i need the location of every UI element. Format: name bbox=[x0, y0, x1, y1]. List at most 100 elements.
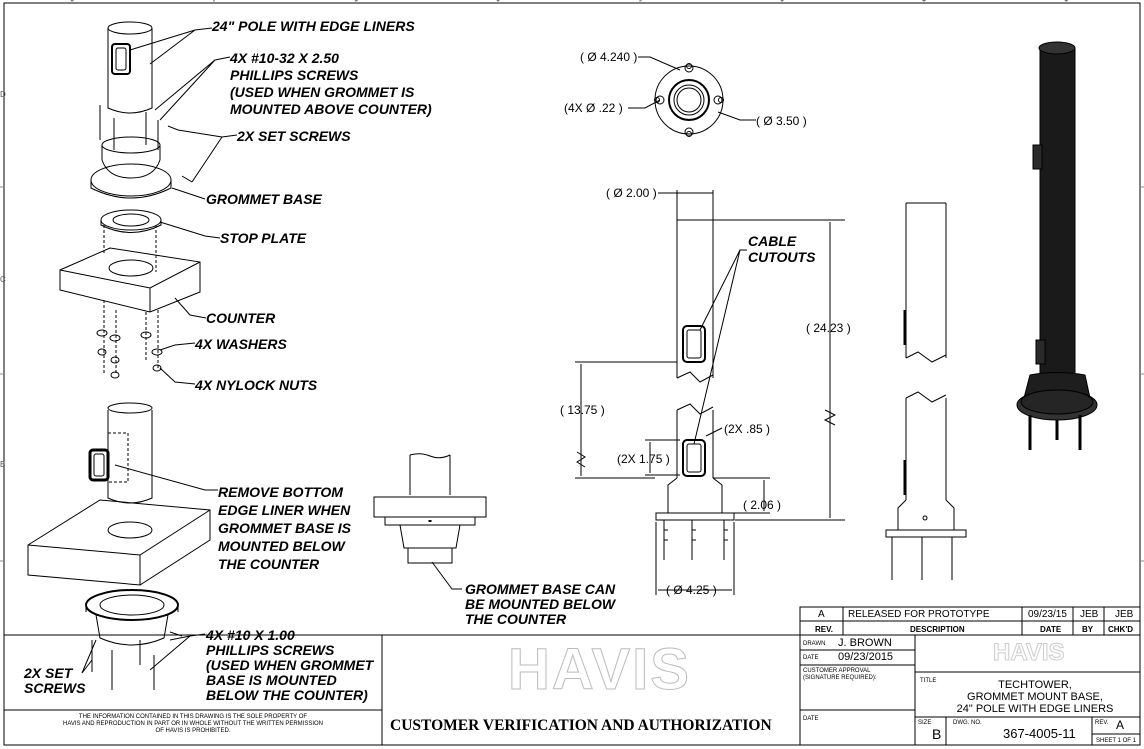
dim-base-height: ( 2.06 ) bbox=[743, 498, 782, 512]
phillips-bottom-line: (USED WHEN GROMMET bbox=[206, 657, 374, 673]
side-elevation bbox=[885, 202, 967, 580]
size-value: B bbox=[932, 726, 942, 742]
remove-liner-line: THE COUNTER bbox=[218, 556, 320, 572]
havis-logo-small: HAVIS bbox=[993, 639, 1066, 666]
proprietary-line: OF HAVIS IS PROHIBITED. bbox=[155, 728, 231, 734]
checked-header: CHK'D bbox=[1108, 625, 1134, 634]
ruler-side-label: B bbox=[0, 460, 6, 469]
drawn-label: DRAWN bbox=[803, 641, 826, 647]
verification-heading: CUSTOMER VERIFICATION AND AUTHORIZATION bbox=[390, 717, 772, 734]
title-block-lines bbox=[3, 606, 1141, 746]
grommet-below-callout: GROMMET BASE CAN BE MOUNTED BELOW THE CO… bbox=[465, 582, 615, 627]
ruler-top-label: 4 bbox=[638, 0, 642, 3]
remove-liner-line: REMOVE BOTTOM bbox=[218, 484, 343, 500]
phillips-top-line: 4X #10-32 X 2.50 bbox=[230, 50, 339, 66]
drawn-value: J. BROWN bbox=[838, 637, 892, 649]
dim-inner-diameter: ( Ø 3.50 ) bbox=[756, 114, 807, 128]
set-screws-bottom-callout: 2X SET SCREWS bbox=[24, 666, 85, 696]
size-label: SIZE bbox=[918, 720, 932, 726]
dim-outer-diameter: ( Ø 4.240 ) bbox=[580, 50, 638, 64]
title-label: TITLE bbox=[920, 678, 937, 684]
remove-liner-line: MOUNTED BELOW bbox=[218, 538, 345, 554]
ruler-top-label: 7 bbox=[212, 0, 216, 3]
remove-liner-callout: REMOVE BOTTOM EDGE LINER WHEN GROMMET BA… bbox=[218, 483, 351, 573]
havis-logo-large: HAVIS bbox=[508, 637, 691, 702]
front-elevation bbox=[575, 190, 845, 595]
set-screws-top-callout: 2X SET SCREWS bbox=[237, 128, 351, 144]
dim-base-diameter: ( Ø 4.25 ) bbox=[666, 583, 717, 597]
dwg-label: DWG. NO. bbox=[953, 720, 982, 726]
date-value: 09/23/2015 bbox=[838, 651, 894, 663]
approval-label: CUSTOMER APPROVAL (SIGNATURE REQUIRED): bbox=[803, 668, 877, 682]
nylock-callout: 4X NYLOCK NUTS bbox=[195, 377, 318, 393]
exploded-assembly-bottom bbox=[27, 402, 218, 690]
remove-liner-line: GROMMET BASE IS bbox=[218, 520, 352, 536]
proprietary-notice: THE INFORMATION CONTAINED IN THIS DRAWIN… bbox=[4, 714, 382, 735]
date2-label: DATE bbox=[803, 716, 819, 722]
dim-cutout-width: (2X .85 ) bbox=[724, 422, 771, 436]
phillips-top-line: PHILLIPS SCREWS bbox=[230, 67, 359, 83]
phillips-top-line: MOUNTED ABOVE COUNTER) bbox=[230, 101, 432, 117]
proprietary-line: HAVIS AND REPRODUCTION IN PART OR IN WHO… bbox=[62, 721, 324, 727]
dim-cutout-height: ( 13.75 ) bbox=[560, 403, 605, 417]
rev-value: A bbox=[1116, 718, 1125, 732]
phillips-bottom-line: BASE IS MOUNTED bbox=[206, 672, 337, 688]
grommet-below-line: GROMMET BASE CAN bbox=[465, 581, 616, 597]
phillips-top-line: (USED WHEN GROMMET IS bbox=[230, 84, 415, 100]
description-header: DESCRIPTION bbox=[910, 625, 965, 634]
phillips-bottom-callout: 4X #10 X 1.00 PHILLIPS SCREWS (USED WHEN… bbox=[206, 628, 373, 703]
pole-callout: 24" POLE WITH EDGE LINERS bbox=[212, 18, 415, 34]
ruler-top-label: 2 bbox=[922, 0, 926, 3]
exploded-assembly-top bbox=[59, 21, 238, 385]
cable-cutouts-callout: CABLE CUTOUTS bbox=[748, 233, 815, 265]
rev-label: REV. bbox=[1095, 720, 1109, 726]
drawing-title: TECHTOWER, GROMMET MOUNT BASE, 24" POLE … bbox=[930, 679, 1140, 715]
title-line: GROMMET MOUNT BASE, bbox=[967, 691, 1103, 703]
plan-view bbox=[628, 56, 756, 137]
grommet-below-line: BE MOUNTED BELOW bbox=[465, 596, 616, 612]
rev-header: REV. bbox=[815, 625, 833, 634]
date-header: DATE bbox=[1040, 625, 1062, 634]
washers-callout: 4X WASHERS bbox=[195, 336, 287, 352]
iso-render bbox=[1016, 41, 1098, 450]
set-screws-bottom-line: 2X SET bbox=[24, 665, 73, 681]
ruler-top-label: 3 bbox=[780, 0, 784, 3]
date-label: DATE bbox=[803, 655, 819, 661]
approval-line: CUSTOMER APPROVAL bbox=[803, 668, 871, 674]
rev-checked: JEB bbox=[1115, 609, 1134, 620]
cable-cutouts-line: CABLE bbox=[748, 233, 797, 249]
remove-liner-line: EDGE LINER WHEN bbox=[218, 502, 351, 518]
ruler-top-label: 1 bbox=[1064, 0, 1068, 3]
phillips-bottom-line: BELOW THE COUNTER) bbox=[206, 687, 368, 703]
counter-callout: COUNTER bbox=[206, 310, 276, 326]
dim-cutout-length: (2X 1.75 ) bbox=[617, 452, 670, 466]
ruler-ticks bbox=[0, 0, 1144, 562]
rev-letter: A bbox=[818, 609, 825, 620]
dim-pole-diameter: ( Ø 2.00 ) bbox=[606, 186, 657, 200]
set-screws-bottom-line: SCREWS bbox=[24, 680, 86, 696]
stop-plate-callout: STOP PLATE bbox=[220, 230, 307, 246]
rev-by: JEB bbox=[1080, 609, 1099, 620]
ruler-top-label: 5 bbox=[496, 0, 500, 3]
ruler-top-label: 8 bbox=[70, 0, 74, 3]
dwg-number: 367-4005-11 bbox=[1003, 726, 1076, 741]
sheet-label: SHEET 1 OF 1 bbox=[1096, 738, 1136, 744]
rev-date: 09/23/15 bbox=[1028, 609, 1067, 620]
phillips-top-callout: 4X #10-32 X 2.50 PHILLIPS SCREWS (USED W… bbox=[230, 50, 432, 118]
phillips-bottom-line: PHILLIPS SCREWS bbox=[206, 642, 335, 658]
by-header: BY bbox=[1082, 625, 1094, 634]
grommet-base-callout: GROMMET BASE bbox=[206, 191, 322, 207]
ruler-side-label: C bbox=[0, 275, 6, 284]
ruler-top-label: 6 bbox=[354, 0, 358, 3]
title-line: TECHTOWER, bbox=[998, 679, 1072, 691]
phillips-bottom-line: 4X #10 X 1.00 bbox=[206, 627, 295, 643]
approval-line: (SIGNATURE REQUIRED): bbox=[803, 675, 877, 681]
grommet-below-line: THE COUNTER bbox=[465, 611, 567, 627]
dim-hole-diameter: (4X Ø .22 ) bbox=[564, 101, 623, 115]
proprietary-line: THE INFORMATION CONTAINED IN THIS DRAWIN… bbox=[78, 714, 308, 720]
cable-cutouts-line: CUTOUTS bbox=[748, 249, 816, 265]
title-line: 24" POLE WITH EDGE LINERS bbox=[956, 703, 1114, 715]
dim-height: ( 24.23 ) bbox=[806, 321, 851, 335]
ruler-side-label: D bbox=[0, 90, 6, 99]
